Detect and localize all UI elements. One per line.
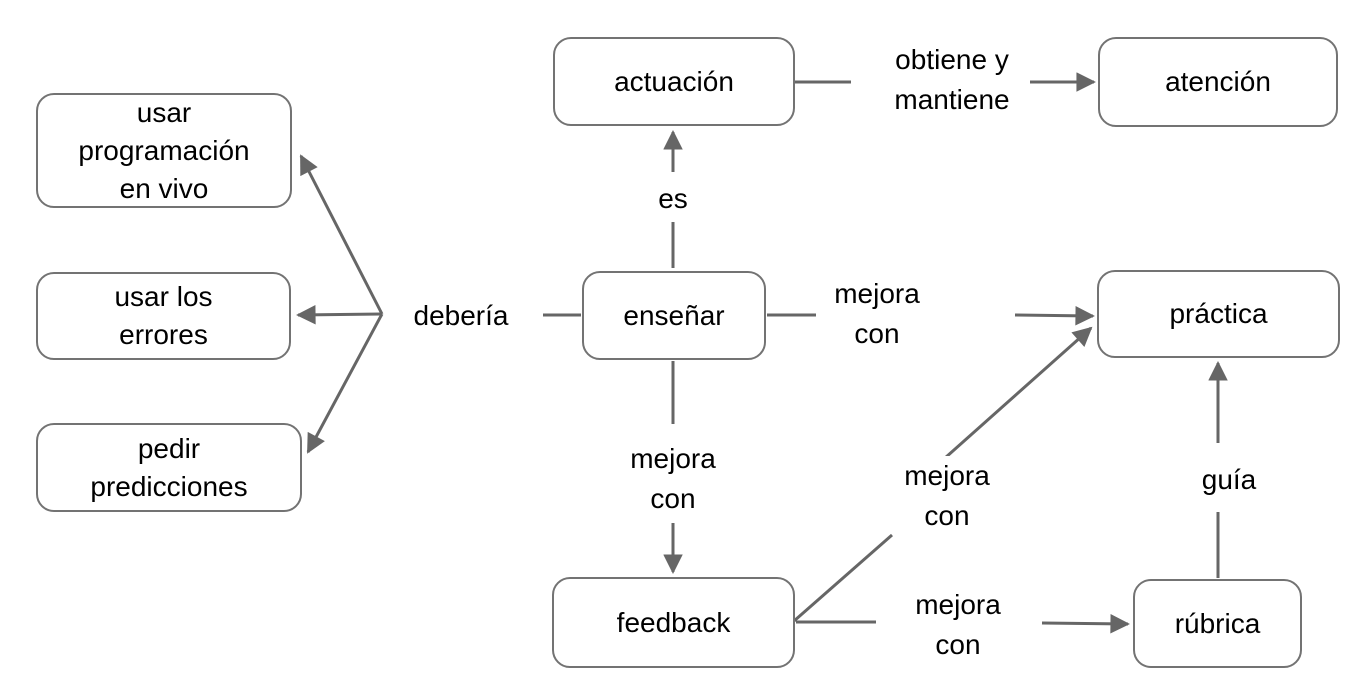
edge-label-obtiene-y-mantiene: obtiene y mantiene — [894, 40, 1010, 120]
node-practica: práctica — [1097, 270, 1340, 358]
node-pedir-predicciones: pedir predicciones — [36, 423, 302, 512]
node-ensenar: enseñar — [582, 271, 766, 360]
edge-feedback-rubrica-arrow — [1041, 614, 1130, 634]
node-feedback: feedback — [552, 577, 795, 668]
edge-label-mejora-con-rubrica: mejora con — [915, 585, 1001, 665]
edge-label-es: es — [658, 179, 688, 219]
edge-label-mejora-con-diagonal: mejora con — [904, 456, 990, 536]
edge-feedback-practica-arrow — [944, 326, 1093, 460]
node-rubrica: rúbrica — [1133, 579, 1302, 668]
node-atencion: atención — [1098, 37, 1338, 127]
node-usar-los-errores: usar los errores — [36, 272, 291, 360]
edge-feedback-practica-segment — [793, 533, 893, 623]
edge-label-deberia: debería — [413, 296, 509, 336]
edge-deberia-usar-errores-arrow — [296, 305, 383, 325]
edge-deberia-usar-programacion-arrow — [299, 154, 384, 315]
edge-label-guia: guía — [1201, 460, 1257, 500]
node-actuacion: actuación — [553, 37, 795, 126]
edge-label-mejora-con-practica: mejora con — [834, 274, 920, 354]
edge-deberia-pedir-predicciones-arrow — [306, 313, 384, 454]
node-usar-programacion-en-vivo: usar programación en vivo — [36, 93, 292, 208]
edge-label-mejora-con-feedback: mejora con — [630, 439, 716, 519]
edge-ensenar-practica-arrow — [1014, 306, 1095, 326]
